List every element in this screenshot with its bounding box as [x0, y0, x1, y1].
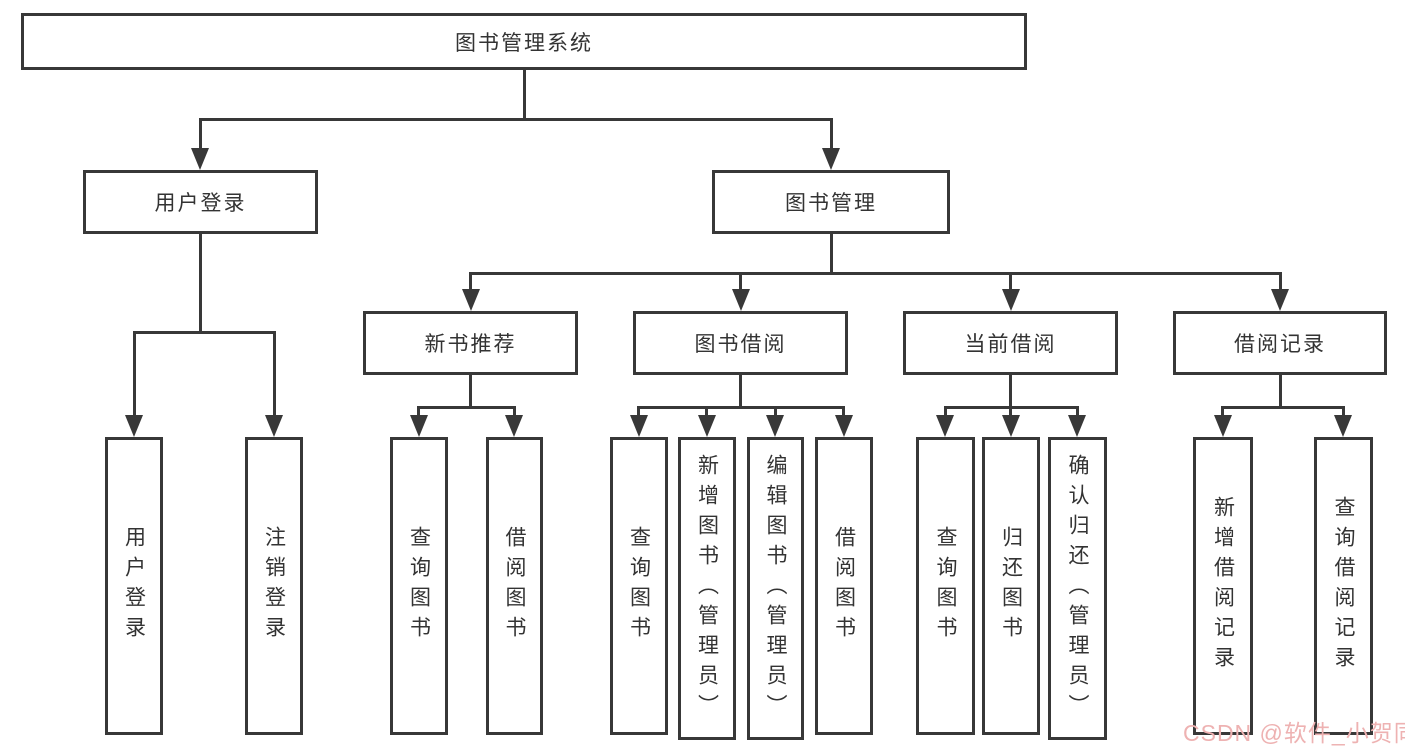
connector-borrow-drop	[739, 272, 742, 290]
connector-book-mgmt-stem	[830, 234, 833, 274]
arrowhead-newbook	[462, 289, 480, 311]
arrowhead-cb-leaf2	[1002, 415, 1020, 437]
leaf-user-login: 用户登录	[105, 437, 163, 735]
connector-user-login-stem	[199, 234, 202, 333]
leaf-add-borrow-record: 新增借阅记录	[1193, 437, 1253, 735]
connector-leaf-login-drop	[133, 331, 136, 415]
arrowhead-records	[1271, 289, 1289, 311]
node-root: 图书管理系统	[21, 13, 1027, 70]
arrowhead-current	[1002, 289, 1020, 311]
arrowhead-leaf-logout	[265, 415, 283, 437]
node-borrow-records: 借阅记录	[1173, 311, 1387, 375]
connector-br-leaf2-drop	[1342, 406, 1345, 417]
arrowhead-user-login	[191, 148, 209, 170]
connector-cb-leaf1-drop	[944, 406, 947, 417]
connector-records-drop	[1279, 272, 1282, 290]
arrowhead-bb-leaf4	[835, 415, 853, 437]
connector-leaf-logout-drop	[273, 331, 276, 415]
node-book-borrow: 图书借阅	[633, 311, 848, 375]
connector-current-drop	[1009, 272, 1012, 290]
node-user-login: 用户登录	[83, 170, 318, 234]
arrowhead-cb-leaf3	[1068, 415, 1086, 437]
connector-bb-leaf1-drop	[637, 406, 640, 417]
arrowhead-bb-leaf2	[698, 415, 716, 437]
connector-user-login-bar	[133, 331, 276, 334]
connector-root-bar	[199, 118, 833, 121]
connector-newbook-bar	[418, 406, 516, 409]
leaf-logout: 注销登录	[245, 437, 303, 735]
arrowhead-nb-leaf2	[505, 415, 523, 437]
connector-borrow-bar	[637, 406, 845, 409]
arrowhead-borrow	[732, 289, 750, 311]
connector-cb-leaf3-drop	[1076, 406, 1079, 417]
connector-user-login-drop	[199, 118, 202, 150]
leaf-query-borrow-record: 查询借阅记录	[1314, 437, 1373, 735]
connector-book-mgmt-bar	[469, 272, 1282, 275]
leaf-add-books-admin: 新增图书（管理员）	[678, 437, 736, 740]
connector-br-leaf1-drop	[1221, 406, 1224, 417]
leaf-query-books-borrow: 查询图书	[610, 437, 668, 735]
connector-newbook-stem	[469, 375, 472, 408]
connector-bb-leaf2-drop	[705, 406, 708, 417]
arrowhead-bb-leaf1	[630, 415, 648, 437]
leaf-query-books-recommend: 查询图书	[390, 437, 448, 735]
node-current-borrow: 当前借阅	[903, 311, 1118, 375]
arrowhead-br-leaf1	[1214, 415, 1232, 437]
leaf-borrow-books-recommend: 借阅图书	[486, 437, 543, 735]
connector-records-stem	[1279, 375, 1282, 408]
leaf-return-books: 归还图书	[982, 437, 1040, 735]
connector-current-stem	[1009, 375, 1012, 408]
connector-bb-leaf4-drop	[842, 406, 845, 417]
arrowhead-book-mgmt	[822, 148, 840, 170]
leaf-borrow-books: 借阅图书	[815, 437, 873, 735]
node-new-book-recommend: 新书推荐	[363, 311, 578, 375]
connector-root-stem	[523, 70, 526, 118]
connector-newbook-drop	[469, 272, 472, 290]
connector-borrow-stem	[739, 375, 742, 408]
leaf-query-books-current: 查询图书	[916, 437, 975, 735]
leaf-confirm-return-admin: 确认归还（管理员）	[1048, 437, 1107, 740]
connector-bb-leaf3-drop	[774, 406, 777, 417]
connector-records-bar	[1221, 406, 1345, 409]
connector-cb-leaf2-drop	[1009, 406, 1012, 417]
arrowhead-nb-leaf1	[410, 415, 428, 437]
arrowhead-cb-leaf1	[936, 415, 954, 437]
connector-nb-leaf2-drop	[513, 406, 516, 417]
connector-book-mgmt-drop	[830, 118, 833, 150]
arrowhead-br-leaf2	[1334, 415, 1352, 437]
leaf-edit-books-admin: 编辑图书（管理员）	[747, 437, 804, 740]
csdn-watermark: CSDN @软件_小贺同学	[1183, 720, 1405, 746]
connector-nb-leaf1-drop	[417, 406, 420, 417]
arrowhead-leaf-login	[125, 415, 143, 437]
node-book-management: 图书管理	[712, 170, 950, 234]
arrowhead-bb-leaf3	[766, 415, 784, 437]
